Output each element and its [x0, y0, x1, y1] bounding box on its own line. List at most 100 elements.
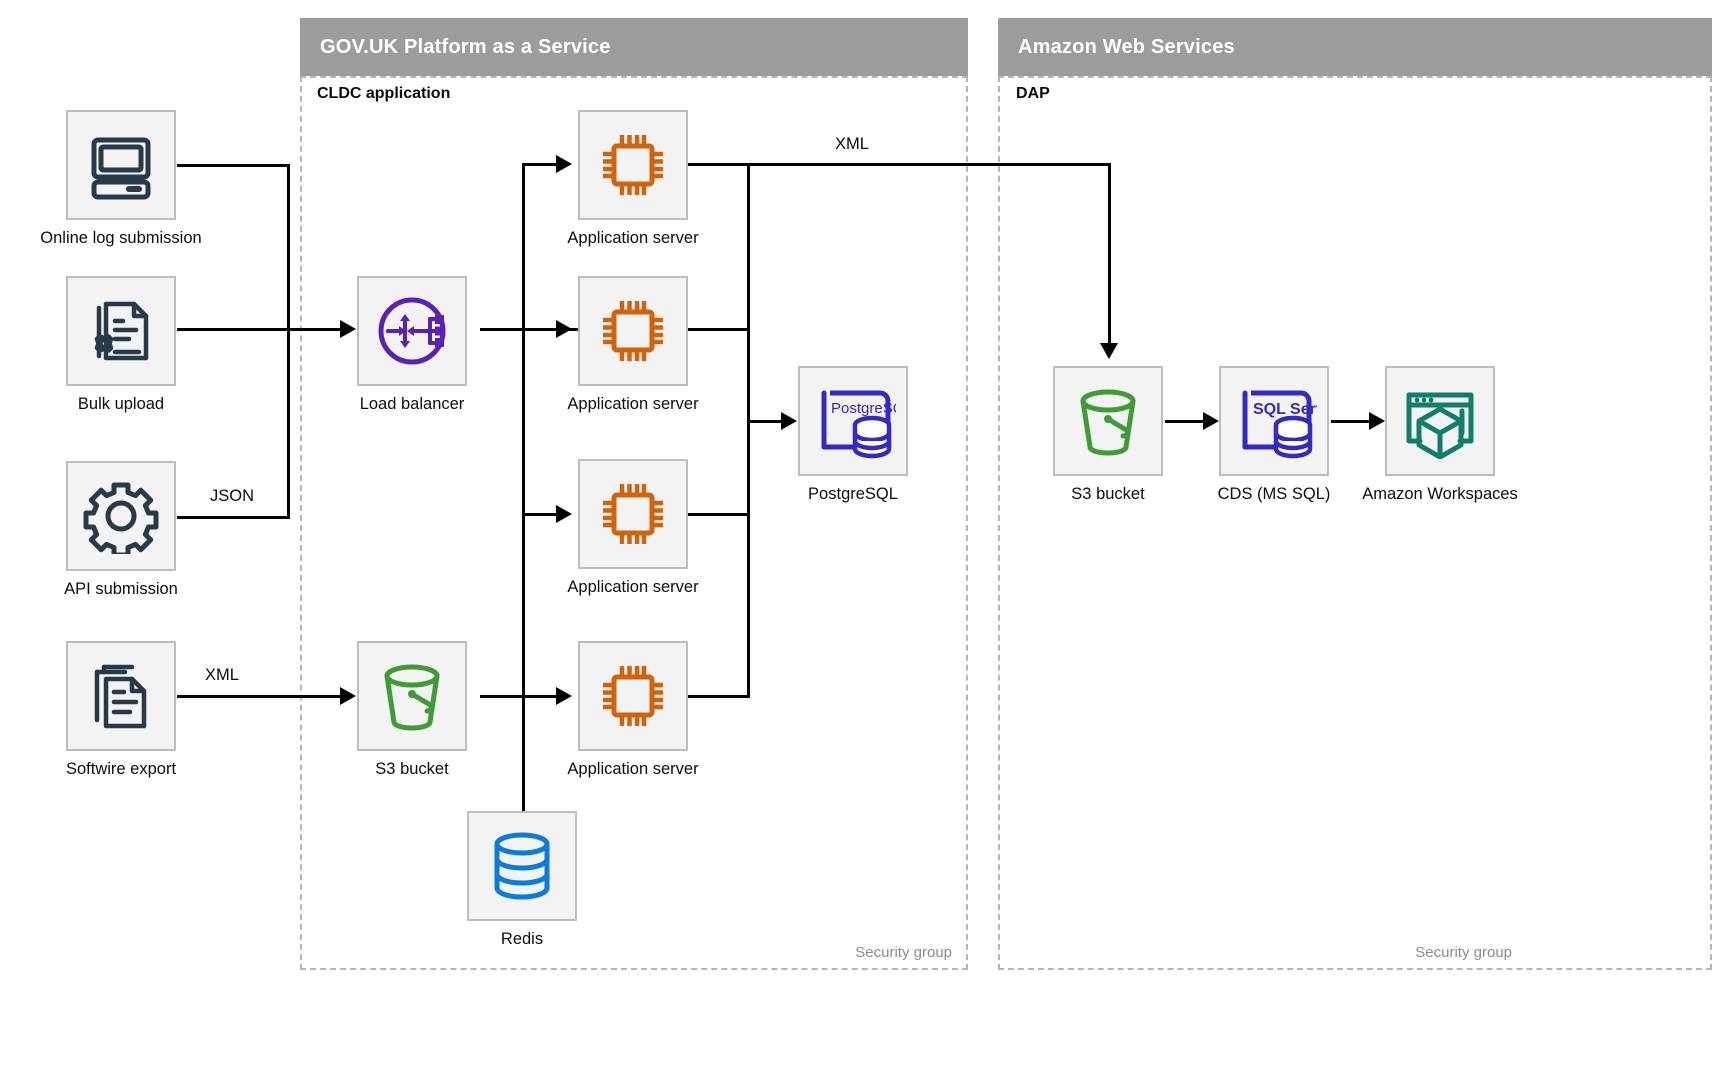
arrow-into-load-balancer [340, 320, 356, 338]
node-app-server-4[interactable]: Application server [567, 641, 699, 778]
group-box-paas [300, 76, 968, 970]
arrow-into-appserver-2 [556, 320, 572, 338]
node-box: PostgreSQL [798, 366, 908, 476]
node-label: CDS (MS SQL) [1217, 485, 1331, 503]
node-box [578, 459, 688, 569]
arrow-into-s3-bucket-paas [340, 687, 356, 705]
sql-server-badge-text: SQL Server [1253, 401, 1317, 418]
group-header-aws: Amazon Web Services [998, 18, 1712, 76]
node-label: Application server [567, 395, 699, 413]
edge-appserver-2-to-db-trunk [688, 328, 750, 331]
node-app-server-3[interactable]: Application server [567, 459, 699, 596]
node-box [357, 276, 467, 386]
edge-redis-to-trunk [522, 695, 525, 813]
node-label: PostgreSQL [808, 485, 898, 503]
node-s3-bucket-paas[interactable]: S3 bucket [357, 641, 467, 778]
cpu-chip-icon [595, 293, 671, 369]
edge-trunk-to-appserver-2 [522, 328, 560, 331]
cpu-chip-icon [595, 127, 671, 203]
node-redis[interactable]: Redis [467, 811, 577, 948]
node-box [66, 110, 176, 220]
arrow-into-appserver-4 [556, 687, 572, 705]
edge-cds-to-workspaces [1331, 420, 1375, 423]
edge-label-xml-softwire: XML [205, 666, 239, 684]
edge-trunk-vertical-left [287, 164, 290, 519]
node-softwire-export[interactable]: Softwire export [66, 641, 176, 778]
node-amazon-workspaces[interactable]: Amazon Workspaces [1362, 366, 1518, 503]
node-box [1385, 366, 1495, 476]
node-cds-ms-sql[interactable]: SQL Server CDS (MS SQL) [1218, 366, 1330, 503]
edge-label-xml-to-s3: XML [835, 135, 869, 153]
node-postgresql[interactable]: PostgreSQL PostgreSQL [798, 366, 908, 503]
node-s3-bucket-aws[interactable]: S3 bucket [1053, 366, 1163, 503]
node-bulk-upload[interactable]: Bulk upload [66, 276, 176, 413]
arrow-into-postgresql [781, 412, 797, 430]
edge-trunk-to-appserver-1 [522, 163, 560, 166]
arrow-into-appserver-3 [556, 505, 572, 523]
node-load-balancer[interactable]: Load balancer [357, 276, 467, 413]
postgresql-badge-text: PostgreSQL [831, 400, 896, 417]
node-box [66, 641, 176, 751]
arrow-into-appserver-1 [556, 155, 572, 173]
edge-online-log-to-trunk [177, 164, 290, 167]
node-box [66, 276, 176, 386]
edge-s3-to-cds [1165, 420, 1209, 423]
edge-s3-paas-to-appserver-4 [480, 695, 525, 698]
node-box [1053, 366, 1163, 476]
group-title-paas: GOV.UK Platform as a Service [320, 35, 611, 58]
edge-trunk-to-appserver-4 [522, 695, 560, 698]
node-box [357, 641, 467, 751]
edge-appserver-4-to-db-trunk [688, 695, 750, 698]
node-box [578, 641, 688, 751]
node-box [578, 110, 688, 220]
node-app-server-1[interactable]: Application server [567, 110, 699, 247]
group-sublabel-dap: DAP [1016, 85, 1050, 102]
postgresql-icon: PostgreSQL [810, 381, 896, 461]
node-label: Amazon Workspaces [1362, 485, 1518, 503]
bucket-icon [1068, 381, 1148, 461]
edge-db-trunk-to-postgresql [747, 420, 785, 423]
node-box [66, 461, 176, 571]
database-cylinder-icon [486, 826, 558, 906]
node-label: Online log submission [40, 229, 202, 247]
security-group-label-paas: Security group [855, 944, 952, 961]
node-box [578, 276, 688, 386]
node-label: Bulk upload [77, 395, 165, 413]
node-label: Application server [567, 760, 699, 778]
sql-server-icon: SQL Server [1231, 381, 1317, 461]
arrow-into-workspaces [1369, 412, 1385, 430]
edge-db-collector-vertical [747, 163, 750, 698]
group-header-paas: GOV.UK Platform as a Service [300, 18, 968, 76]
node-label: Redis [500, 930, 544, 948]
gear-icon [83, 478, 159, 554]
arrow-into-s3-bucket-aws [1100, 343, 1118, 359]
node-label: S3 bucket [375, 760, 449, 778]
group-title-aws: Amazon Web Services [1018, 35, 1235, 58]
node-box: SQL Server [1219, 366, 1329, 476]
node-label: Application server [567, 578, 699, 596]
bucket-icon [372, 656, 452, 736]
cpu-chip-icon [595, 476, 671, 552]
security-group-label-aws: Security group [1415, 944, 1512, 961]
edge-appserver-1-xml-to-s3 [688, 163, 1111, 166]
edge-softwire-to-s3 [177, 695, 347, 698]
node-box [467, 811, 577, 921]
node-label: Softwire export [65, 760, 177, 778]
load-balancer-icon [369, 288, 455, 374]
node-label: S3 bucket [1071, 485, 1145, 503]
edge-bulk-upload-to-lb [177, 328, 347, 331]
edge-label-json: JSON [209, 487, 255, 505]
node-online-log-submission[interactable]: Online log submission [40, 110, 202, 247]
desktop-computer-icon [84, 128, 158, 202]
edge-appserver-trunk-vertical [522, 163, 525, 805]
node-label: API submission [64, 580, 178, 598]
stacked-documents-icon [84, 659, 158, 733]
node-api-submission[interactable]: API submission [64, 461, 178, 598]
cpu-chip-icon [595, 658, 671, 734]
group-sublabel-cldc: CLDC application [317, 85, 451, 102]
document-gear-icon [84, 294, 158, 368]
edge-api-to-trunk [177, 516, 290, 519]
workspaces-cube-icon [1400, 383, 1480, 459]
node-app-server-2[interactable]: Application server [567, 276, 699, 413]
